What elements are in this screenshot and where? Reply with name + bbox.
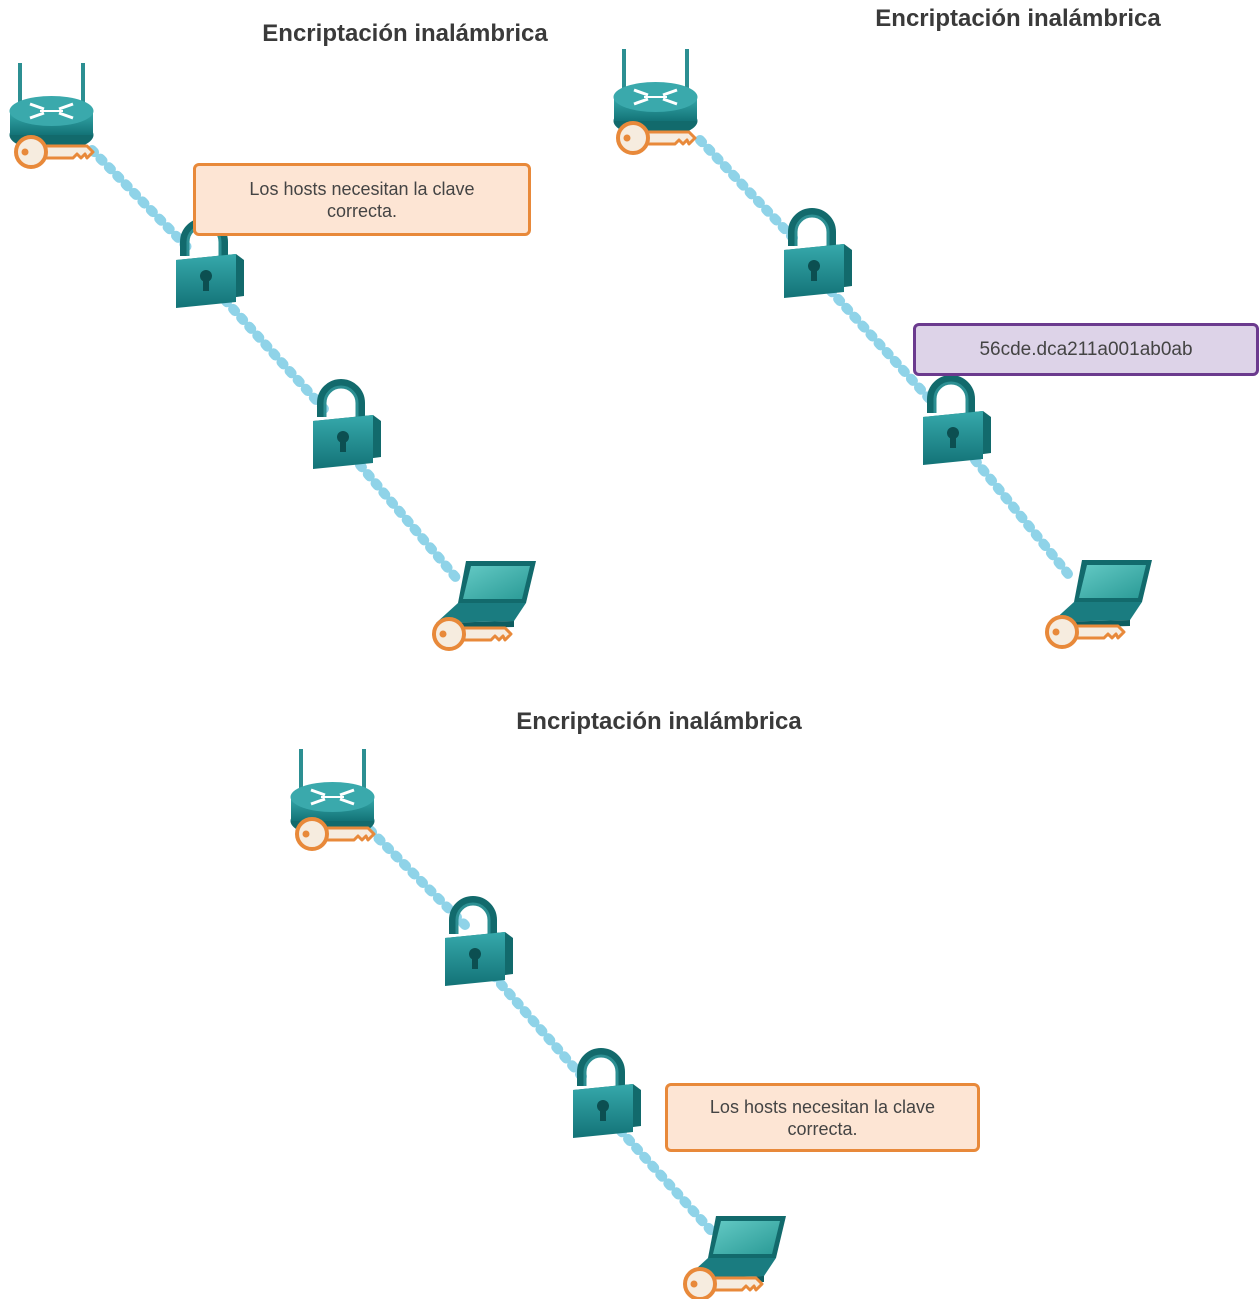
callout-text: Los hosts necesitan la clave correcta. [709,1096,936,1139]
wireless-signal [695,135,800,245]
panel-1 [7,61,536,651]
wireless-signal [825,285,940,410]
panel-3 [288,747,786,1299]
wireless-signal [365,825,470,930]
padlock-icon [784,212,852,298]
callout-text: Los hosts necesitan la clave correcta. [249,178,475,221]
wireless-signal [970,455,1078,585]
padlock-icon [313,383,381,469]
wireless-signal [355,460,463,585]
wireless-signal [87,145,195,255]
callout-text: 56cde.dca211a001ab0ab [979,338,1193,360]
panel-title: Encriptación inalámbrica [875,5,1161,32]
wireless-signal [220,295,330,415]
padlock-icon [573,1052,641,1138]
encrypted-data-box: 56cde.dca211a001ab0ab [913,323,1259,376]
panel-title: Encriptación inalámbrica [262,20,548,47]
callout-box: Los hosts necesitan la clave correcta. [665,1083,980,1152]
padlock-icon [923,379,991,465]
panel-2 [611,47,1152,649]
callout-box: Los hosts necesitan la clave correcta. [193,163,531,236]
padlock-icon [445,900,513,986]
wireless-signal [488,970,590,1085]
wireless-signal [615,1125,720,1240]
panel-title: Encriptación inalámbrica [516,708,802,735]
